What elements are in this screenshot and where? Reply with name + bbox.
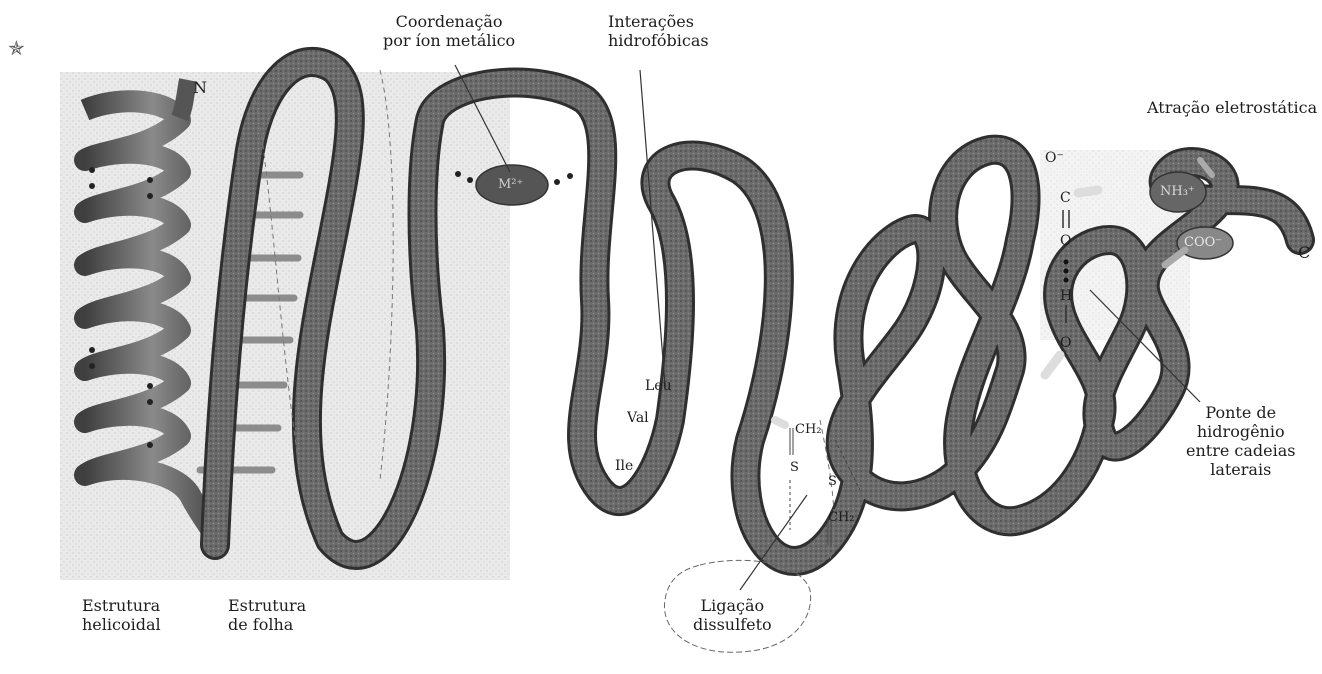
metal-coordination-line-2: por íon metálico [383, 31, 515, 50]
disulfide-line-1: Ligação [693, 596, 772, 615]
ch2-b-label: CH₂ [828, 510, 855, 525]
hydrogen-label: H [1060, 288, 1072, 304]
hbond-label: Ponte de hidrogênio entre cadeias latera… [1186, 403, 1295, 479]
disulfide-label: Ligação dissulfeto [693, 596, 772, 634]
leu-label: Leu [645, 378, 672, 394]
coo-label: COO⁻ [1184, 235, 1222, 250]
sheet-label: Estrutura de folha [228, 596, 306, 634]
sheet-line-2: de folha [228, 615, 306, 634]
hydrophobic-line-2: hidrofóbicas [608, 31, 709, 50]
c-terminus-label: C [1298, 243, 1310, 262]
metal-coordination-line-1: Coordenação [383, 12, 515, 31]
helix-line-2: helicoidal [82, 615, 161, 634]
hydrophobic-line-1: Interações [608, 12, 709, 31]
electrostatic-label: Atração eletrostática [1147, 98, 1317, 117]
carbon-label: C [1060, 190, 1071, 206]
sheet-line-1: Estrutura [228, 596, 306, 615]
s-a-label: S [790, 460, 799, 475]
hbond-dots [1064, 260, 1069, 283]
oxygen-label: O [1060, 233, 1071, 249]
hbond-line-3: entre cadeias [1186, 441, 1295, 460]
metal-coordination-label: Coordenação por íon metálico [383, 12, 515, 50]
n-terminus-label: N [193, 78, 207, 97]
star-mark: ✯ [8, 36, 25, 60]
helix-label: Estrutura helicoidal [82, 596, 161, 634]
ch2-a-label: CH₂ [795, 422, 822, 437]
metal-ion-label: M²⁺ [498, 177, 523, 192]
hydrophobic-label: Interações hidrofóbicas [608, 12, 709, 50]
val-label: Val [627, 410, 649, 426]
helix-line-1: Estrutura [82, 596, 161, 615]
disulfide-line-2: dissulfeto [693, 615, 772, 634]
hbond-line-2: hidrogênio [1186, 422, 1295, 441]
ile-label: Ile [615, 458, 633, 474]
hbond-line-4: laterais [1186, 460, 1295, 479]
o-minus-label: O⁻ [1045, 150, 1064, 166]
nh3-label: NH₃⁺ [1160, 184, 1195, 199]
oxygen2-label: O [1060, 335, 1071, 351]
hbond-line-1: Ponte de [1186, 403, 1295, 422]
s-b-label: S [828, 474, 837, 489]
